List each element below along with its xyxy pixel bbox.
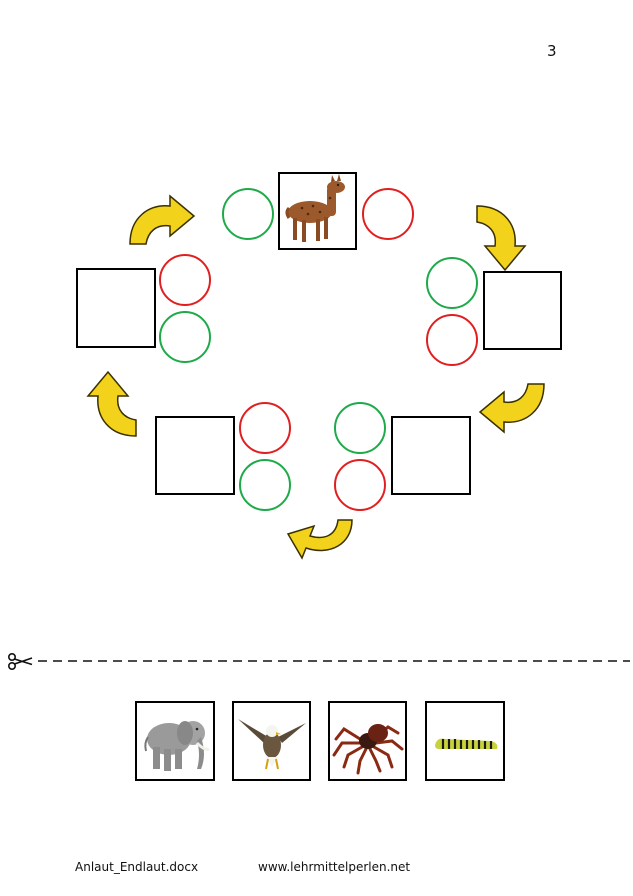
- curved-arrow-icon: [476, 205, 526, 271]
- end-sound-circle[interactable]: [334, 459, 386, 511]
- spider-icon: [332, 724, 404, 775]
- end-sound-circle[interactable]: [426, 314, 478, 366]
- cutout-card-spider[interactable]: [328, 701, 407, 781]
- slot-box-right[interactable]: [483, 271, 562, 350]
- start-sound-circle[interactable]: [334, 402, 386, 454]
- start-sound-circle[interactable]: [239, 459, 291, 511]
- end-sound-circle[interactable]: [362, 188, 414, 240]
- cutout-card-caterpillar[interactable]: [425, 701, 505, 781]
- footer-website: www.lehrmittelperlen.net: [258, 860, 411, 874]
- curved-arrow-icon: [479, 383, 545, 433]
- curved-arrow-icon: [286, 519, 353, 560]
- slot-box-bottom-right[interactable]: [391, 416, 471, 495]
- curved-arrow-icon: [87, 371, 137, 437]
- elephant-icon: [144, 721, 210, 771]
- end-sound-circle[interactable]: [239, 402, 291, 454]
- caterpillar-icon: [435, 738, 498, 749]
- cutout-card-eagle[interactable]: [232, 701, 311, 781]
- start-sound-circle[interactable]: [159, 311, 211, 363]
- scissors-icon: [7, 652, 33, 671]
- start-sound-circle[interactable]: [426, 257, 478, 309]
- curved-arrow-icon: [129, 195, 195, 245]
- end-sound-circle[interactable]: [159, 254, 211, 306]
- slot-box-top[interactable]: [278, 172, 357, 250]
- cutout-card-elephant[interactable]: [135, 701, 215, 781]
- page-number: 3: [547, 42, 557, 60]
- slot-box-bottom-left[interactable]: [155, 416, 235, 495]
- slot-box-left[interactable]: [76, 268, 156, 348]
- footer-filename: Anlaut_Endlaut.docx: [75, 860, 199, 874]
- start-sound-circle[interactable]: [222, 188, 274, 240]
- eagle-icon: [238, 719, 306, 770]
- llama-icon: [285, 174, 345, 242]
- cut-line: [7, 652, 630, 671]
